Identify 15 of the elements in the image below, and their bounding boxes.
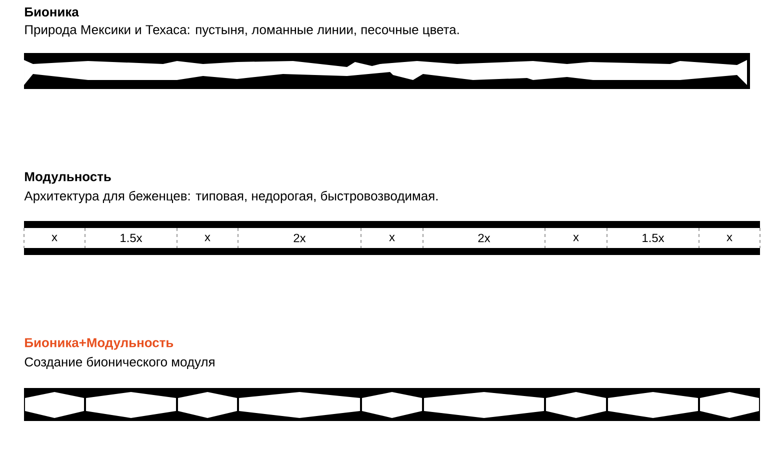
module-cell: 1.5x — [642, 234, 664, 242]
heading: Бионика+Модульность — [25, 338, 174, 350]
module-cell: 1.5x — [120, 234, 142, 242]
heading: Бионика — [25, 7, 79, 16]
module-cell: 2x — [294, 234, 306, 242]
subtitle: Природа Мексики и Техаса: пустыня, ломанные линии, песочные цвета. — [25, 25, 459, 37]
module-cell: x — [573, 234, 579, 242]
module-cell: x — [204, 234, 210, 242]
module-cell: x — [726, 234, 732, 242]
module-cell: x — [52, 234, 58, 242]
subtitle: Архитектура для беженцев: типовая, недорогая, быстровозводимая. — [24, 190, 438, 204]
module-cell: 2x — [478, 234, 490, 242]
heading: Модульность — [25, 172, 111, 184]
module-cell: x — [389, 234, 395, 242]
subtitle: Создание бионического модуля — [24, 356, 214, 370]
